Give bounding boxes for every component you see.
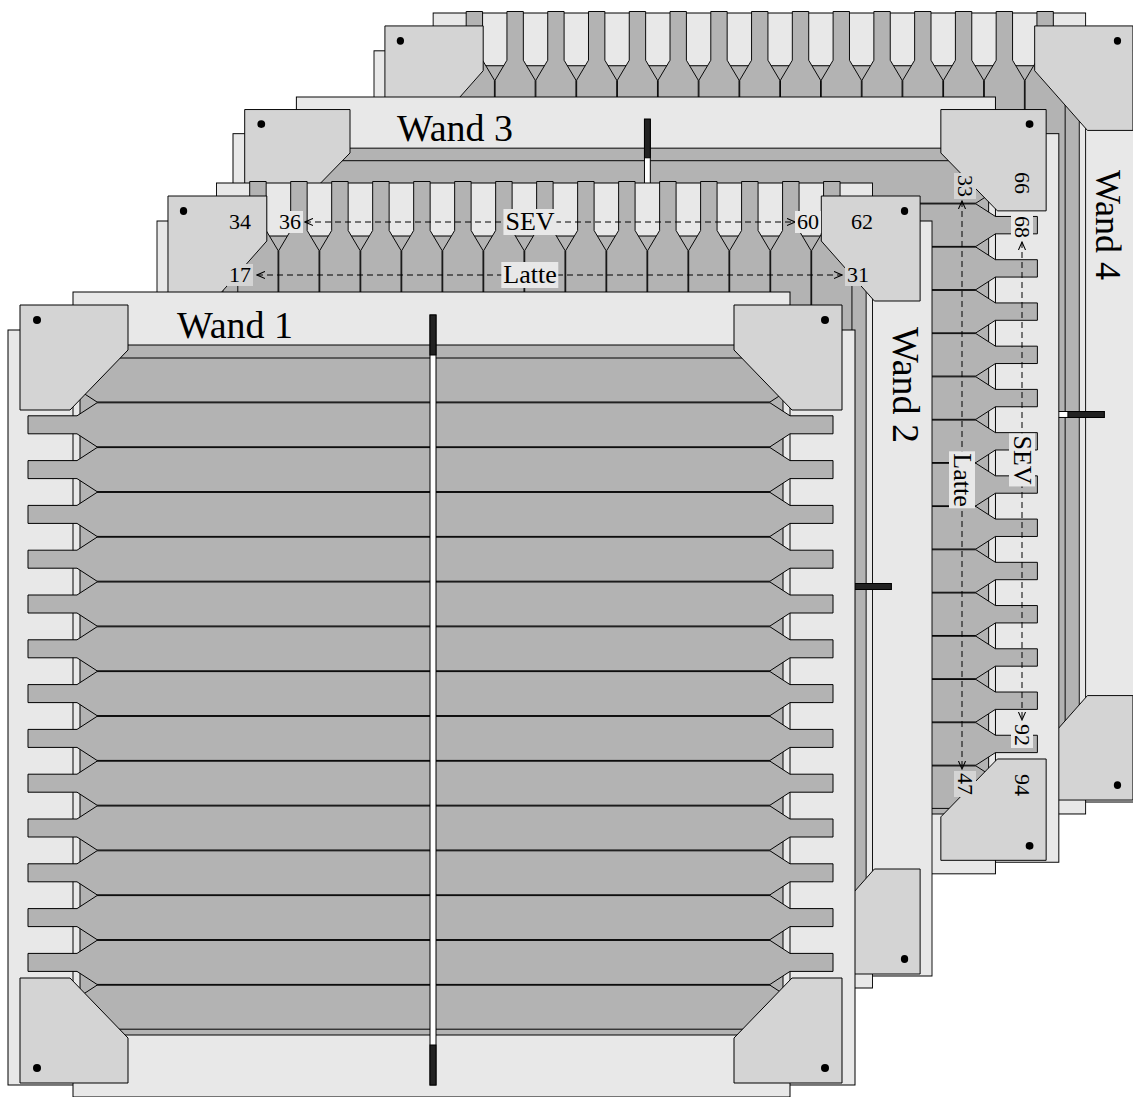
channel-number: 60 (795, 211, 821, 233)
channel-number: 31 (845, 264, 871, 286)
signal-label: SEV (1009, 433, 1035, 486)
support-rod (430, 315, 436, 1085)
channel-number: 17 (227, 264, 253, 286)
channel-number: 66 (1011, 170, 1033, 196)
channel-number: 34 (227, 211, 253, 233)
channel-number: 36 (277, 211, 303, 233)
wall-1 (8, 292, 855, 1097)
signal-label: SEV (503, 209, 556, 235)
channel-number: 68 (1011, 214, 1033, 240)
channel-number: 47 (954, 771, 976, 797)
channel-number: 62 (849, 211, 875, 233)
signal-label: Latte (949, 451, 975, 508)
wall-frame (8, 292, 855, 1097)
wall-label: Wand 4 (1090, 168, 1126, 282)
wall-label: Wand 2 (887, 325, 925, 445)
channel-number: 33 (954, 173, 976, 199)
wall-label: Wand 1 (175, 306, 295, 344)
channel-number: 92 (1011, 722, 1033, 748)
signal-label: Latte (501, 262, 558, 288)
wall-label: Wand 3 (395, 109, 515, 147)
channel-number: 94 (1011, 772, 1033, 798)
corner-blocks (20, 305, 842, 1083)
